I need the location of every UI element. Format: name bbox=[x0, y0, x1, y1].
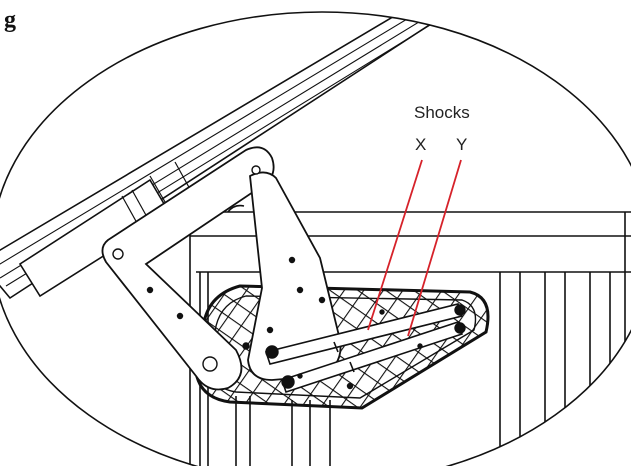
bolt-points bbox=[112, 165, 466, 390]
shock-x-label: X bbox=[415, 135, 427, 154]
shock-housing bbox=[194, 284, 490, 410]
shock-y-label: Y bbox=[456, 135, 468, 154]
shock-y bbox=[280, 320, 464, 394]
leader-lines bbox=[367, 159, 462, 337]
slide-rail bbox=[0, 12, 482, 300]
magnifier-outline bbox=[0, 11, 631, 471]
figure-heading-fragment: g bbox=[4, 7, 16, 33]
shocks-label: Shocks bbox=[414, 103, 470, 122]
